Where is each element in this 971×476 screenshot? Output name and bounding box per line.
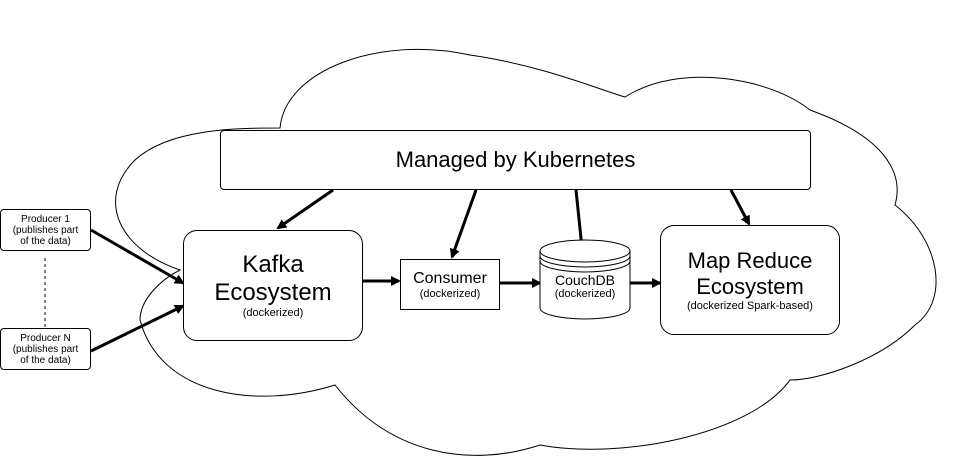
producer-1-box: Producer 1 (publishes part of the data) xyxy=(0,209,91,251)
kubernetes-box: Managed by Kubernetes xyxy=(220,130,811,190)
producer-1-name: Producer 1 xyxy=(21,213,70,225)
producer-1-desc-2: of the data) xyxy=(20,235,71,247)
couchdb-label-group: CouchDB (dockerized) xyxy=(540,272,630,301)
arrow-producerN-to-kafka xyxy=(90,304,185,353)
couchdb-subtitle: (dockerized) xyxy=(554,288,616,300)
producer-1-desc: (publishes part xyxy=(12,224,79,236)
kafka-title-line2: Ecosystem xyxy=(214,279,332,306)
producer-n-desc: (publishes part xyxy=(12,343,79,355)
consumer-title: Consumer xyxy=(413,269,487,287)
producer-n-name: Producer N xyxy=(20,332,71,344)
mapreduce-title: Map Reduce xyxy=(687,247,813,273)
kafka-subtitle: (dockerized) xyxy=(242,307,304,319)
mapreduce-subtitle: (dockerized Spark-based) xyxy=(687,299,813,312)
kubernetes-label: Managed by Kubernetes xyxy=(395,147,636,172)
arrow-k8s-to-mapreduce xyxy=(729,189,751,226)
arrow-k8s-to-couchdb xyxy=(574,189,587,250)
kafka-title: Kafka xyxy=(242,251,304,278)
arrow-k8s-to-consumer xyxy=(449,189,478,259)
couchdb-title: CouchDB xyxy=(555,272,615,288)
arrow-k8s-to-kafka xyxy=(276,188,334,230)
arrow-producer1-to-kafka xyxy=(90,228,185,285)
mapreduce-ecosystem-box: Map Reduce Ecosystem (dockerized Spark-b… xyxy=(660,225,840,335)
consumer-subtitle: (dockerized) xyxy=(419,287,481,300)
kafka-ecosystem-box: Kafka Ecosystem (dockerized) xyxy=(183,230,363,341)
mapreduce-title-line2: Ecosystem xyxy=(696,273,804,299)
producer-n-desc-2: of the data) xyxy=(20,354,71,366)
couchdb-cylinder xyxy=(539,239,631,320)
consumer-box: Consumer (dockerized) xyxy=(400,259,500,310)
producer-n-box: Producer N (publishes part of the data) xyxy=(0,328,91,370)
